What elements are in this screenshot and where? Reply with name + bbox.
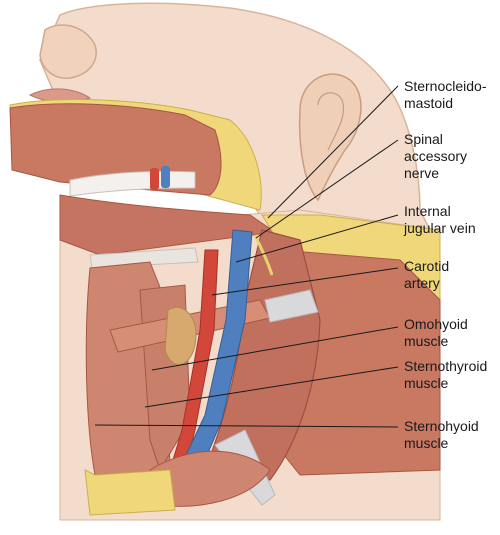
label-line: nerve	[404, 165, 440, 181]
leader-spinal-accessory	[255, 139, 399, 239]
label-line: Sternocleido-	[404, 78, 487, 94]
label-line: artery	[404, 275, 440, 291]
label-line: mastoid	[404, 95, 454, 111]
leader-carotid	[211, 267, 399, 296]
label-line: muscle	[404, 333, 449, 349]
label-omohyoid-muscle: Omohyoid muscle	[404, 316, 468, 350]
clavicle-fat	[84, 469, 176, 516]
thyroid-region	[164, 307, 197, 366]
fascia-tab-upper	[264, 289, 319, 323]
label-carotid-artery: Carotid artery	[404, 258, 449, 292]
label-sternothyroid-muscle: Sternothyroid muscle	[404, 358, 487, 392]
ear-inner	[317, 92, 345, 151]
leader-internal-jugular	[235, 214, 399, 263]
label-line: jugular vein	[404, 220, 476, 236]
label-sternohyoid-muscle: Sternohyoid muscle	[404, 418, 479, 452]
label-line: Sternohyoid	[404, 418, 479, 434]
label-line: Carotid	[404, 258, 450, 274]
nose	[39, 24, 97, 79]
lower-sternocleidomastoid	[149, 450, 271, 507]
leader-sternocleidomastoid	[267, 85, 399, 219]
label-line: Spinal	[404, 131, 443, 147]
submandibular-muscles	[59, 194, 277, 256]
leader-lines	[94, 85, 399, 428]
leader-sternothyroid	[144, 366, 399, 408]
label-sternocleidomastoid: Sternocleido- mastoid	[404, 78, 487, 112]
leader-sternohyoid	[94, 424, 399, 428]
label-internal-jugular-vein: Internal jugular vein	[404, 203, 476, 237]
facial-artery-segment	[150, 168, 159, 190]
facial-vein-segment	[161, 166, 170, 188]
sternocleidomastoid-muscle	[204, 229, 321, 481]
label-line: Sternothyroid	[404, 358, 488, 374]
label-line: Internal	[404, 203, 451, 219]
label-line: muscle	[404, 435, 449, 451]
hyoid-fascia	[89, 247, 199, 269]
label-spinal-accessory-nerve: Spinal accessory nerve	[404, 131, 467, 182]
label-line: Omohyoid	[404, 316, 468, 332]
label-line: accessory	[404, 148, 468, 164]
leader-omohyoid	[151, 326, 399, 371]
label-line: muscle	[404, 375, 449, 391]
spinal-accessory-nerve	[253, 234, 274, 276]
